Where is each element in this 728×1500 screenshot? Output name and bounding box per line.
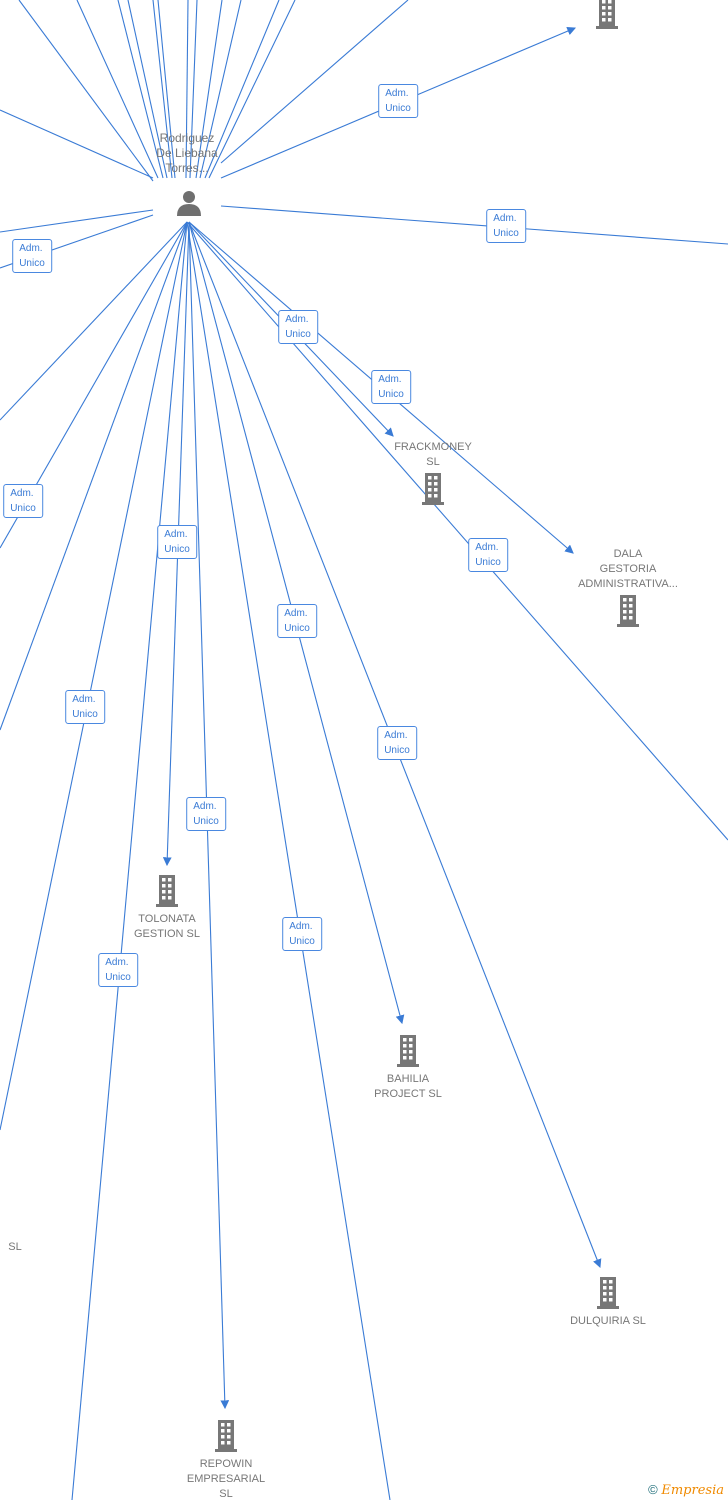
company-frackmoney-name[interactable]: FRACKMONEY SL — [394, 441, 472, 468]
edge-line — [0, 221, 188, 1131]
company-tolonata-name[interactable]: TOLONATA GESTION SL — [133, 913, 201, 940]
edge-label[interactable]: Adm. Unico — [371, 370, 411, 404]
company-dulquiria-name[interactable]: DULQUIRIA SL — [570, 1315, 646, 1327]
edge-line — [127, 0, 168, 179]
edge-label[interactable]: Adm. Unico — [12, 239, 52, 273]
edge-line — [185, 0, 189, 179]
building-icon[interactable] — [592, 0, 622, 29]
edge-line — [117, 0, 164, 179]
empresia-logo[interactable]: Empresia — [661, 1483, 724, 1498]
edge-label[interactable]: Adm. Unico — [278, 310, 318, 344]
edge-label[interactable]: Adm. Unico — [378, 84, 418, 118]
edge-line — [152, 0, 173, 179]
edge-line — [220, 205, 728, 245]
person-name[interactable]: Rodriguez De Liebana Torres... — [156, 131, 218, 175]
building-icon[interactable] — [613, 593, 643, 627]
company-partial-sl-name[interactable]: SL — [8, 1241, 22, 1253]
company-repowin-name[interactable]: REPOWIN EMPRESARIAL SL — [186, 1458, 266, 1500]
edge-line — [0, 221, 188, 731]
person-icon[interactable] — [174, 188, 204, 218]
edge-label[interactable]: Adm. Unico — [277, 604, 317, 638]
edge-line — [0, 221, 188, 421]
edge-line — [204, 0, 280, 179]
edge-line — [76, 0, 159, 179]
building-icon[interactable] — [418, 471, 448, 505]
edge-line — [220, 0, 409, 164]
edge-label[interactable]: Adm. Unico — [65, 690, 105, 724]
edge-line — [195, 0, 223, 179]
building-icon[interactable] — [211, 1418, 241, 1452]
edge-line — [0, 209, 154, 233]
company-dala-name[interactable]: DALA GESTORIA ADMINISTRATIVA... — [578, 548, 678, 590]
copyright-icon: © — [648, 1482, 658, 1497]
edge-line — [0, 109, 154, 179]
edge-line — [71, 221, 188, 1500]
edge-label[interactable]: Adm. Unico — [468, 538, 508, 572]
edge-line — [157, 0, 176, 179]
edge-label[interactable]: Adm. Unico — [186, 797, 226, 831]
edge-line — [189, 0, 198, 179]
copyright: © Empresia — [648, 1482, 724, 1498]
edge-line — [186, 221, 728, 841]
edge-label[interactable]: Adm. Unico — [377, 726, 417, 760]
edge-label[interactable]: Adm. Unico — [486, 209, 526, 243]
edge-label[interactable]: Adm. Unico — [98, 953, 138, 987]
edge-line — [208, 0, 296, 179]
edge-line — [186, 221, 391, 1500]
company-bahilia-name[interactable]: BAHILIA PROJECT SL — [374, 1073, 442, 1100]
building-icon[interactable] — [393, 1033, 423, 1067]
edge-line — [199, 0, 242, 179]
edge-line — [18, 0, 154, 182]
edge-label[interactable]: Adm. Unico — [157, 525, 197, 559]
edge-label[interactable]: Adm. Unico — [282, 917, 322, 951]
building-icon[interactable] — [593, 1275, 623, 1309]
building-icon[interactable] — [152, 873, 182, 907]
edge-label[interactable]: Adm. Unico — [3, 484, 43, 518]
